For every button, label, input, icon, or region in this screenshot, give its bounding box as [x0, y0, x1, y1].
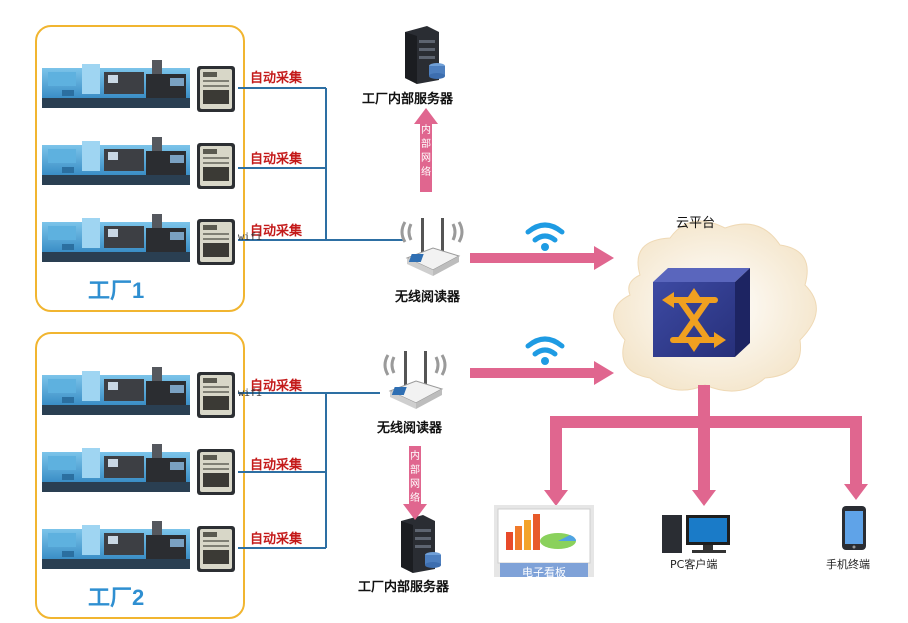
injection-machine: [42, 214, 190, 262]
collector-device: [197, 66, 235, 112]
wifi-label: wifi: [238, 232, 263, 243]
cloud-platform-label: 云平台: [676, 216, 716, 231]
server-icon: [405, 26, 445, 84]
collector-device: [197, 143, 235, 189]
cloud-distribution-arrows: [544, 385, 868, 506]
factory-1-label: 工厂1: [88, 278, 145, 303]
wireless-reader-label: 无线阅读器: [395, 290, 461, 305]
router-icon: [383, 349, 447, 411]
factory-2-machines: [42, 367, 235, 572]
auto-collect-label: 自动采集: [250, 152, 303, 167]
factory-2-label: 工厂2: [88, 585, 145, 610]
auto-collect-label: 自动采集: [250, 224, 303, 239]
injection-machine: [42, 444, 190, 492]
dashboard-monitor-icon: [494, 505, 594, 577]
factory-2-lines: [238, 392, 380, 549]
injection-machine: [42, 521, 190, 569]
reader-to-cloud-arrow-1: [470, 246, 614, 270]
wifi-icon-dot: [541, 357, 549, 365]
internal-network-label: 内部网络: [421, 125, 431, 178]
dashboard-label: 电子看板: [522, 566, 566, 579]
auto-collect-label: 自动采集: [250, 458, 303, 473]
wifi-label: wifi: [238, 388, 263, 399]
collector-device: [197, 219, 235, 265]
wifi-icon: [525, 336, 565, 357]
reader-to-cloud-arrow-2: [470, 361, 614, 385]
pc-client-icon: [662, 515, 730, 553]
collector-device: [197, 449, 235, 495]
wireless-reader-label: 无线阅读器: [377, 421, 443, 436]
internal-network-arrow-2: [403, 446, 427, 520]
mobile-terminal-icon: [842, 506, 866, 550]
wifi-icon: [525, 222, 565, 243]
collector-device: [197, 372, 235, 418]
factory-1-machines: [42, 60, 235, 265]
collector-device: [197, 526, 235, 572]
internal-network-arrow-1: [414, 108, 438, 192]
injection-machine: [42, 367, 190, 415]
cloud-cube-icon: [653, 268, 750, 357]
injection-machine: [42, 137, 190, 185]
internal-network-label: 内部网络: [410, 451, 420, 504]
auto-collect-label: 自动采集: [250, 532, 303, 547]
router-icon: [400, 216, 464, 278]
factory-1-lines: [238, 87, 405, 241]
injection-machine: [42, 60, 190, 108]
server-icon: [401, 515, 441, 573]
pc-client-label: PC客户端: [670, 558, 718, 571]
server-label: 工厂内部服务器: [358, 580, 450, 595]
wifi-icon-dot: [541, 243, 549, 251]
auto-collect-label: 自动采集: [250, 71, 303, 86]
server-label: 工厂内部服务器: [362, 92, 454, 107]
auto-collect-label: 自动采集: [250, 379, 303, 394]
mobile-terminal-label: 手机终端: [826, 558, 870, 571]
